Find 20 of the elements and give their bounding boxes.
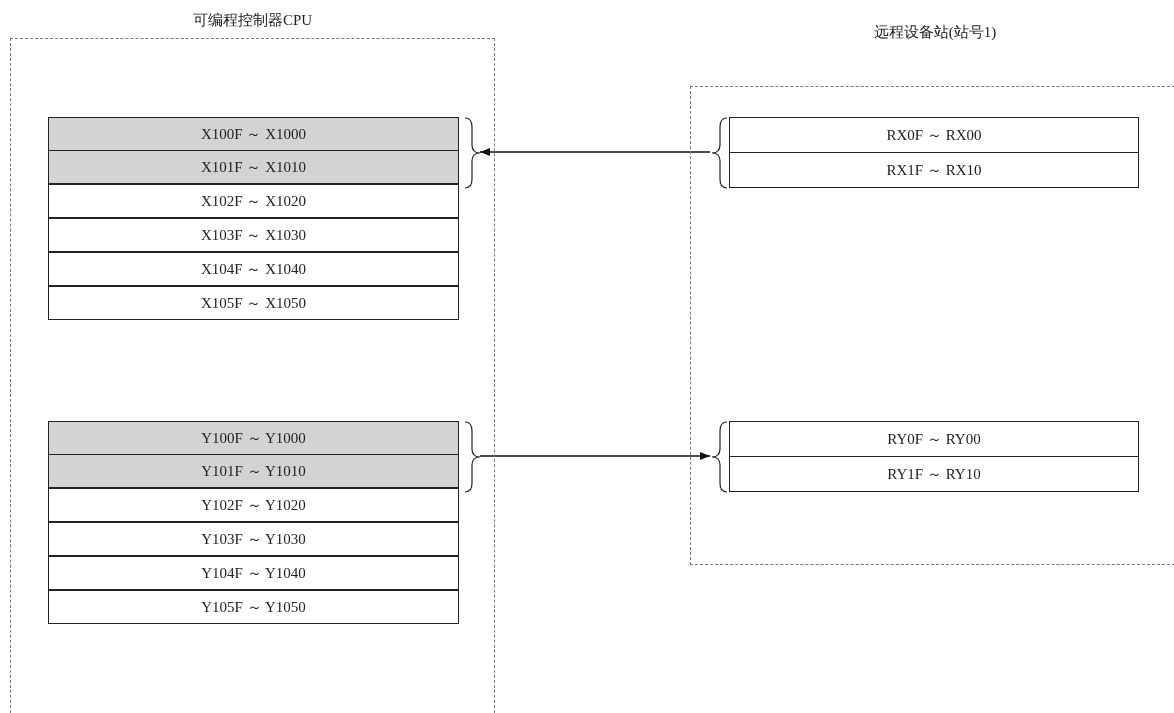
register-range-cell: RX1F ～ RX10 (729, 152, 1139, 188)
register-range-cell: X102F ～ X1020 (48, 184, 459, 218)
register-range-cell: Y105F ～ Y1050 (48, 590, 459, 624)
register-range-cell: RX0F ～ RX00 (729, 117, 1139, 153)
register-range-cell: Y104F ～ Y1040 (48, 556, 459, 590)
register-range-cell: RY0F ～ RY00 (729, 421, 1139, 457)
register-range-cell: Y101F ～ Y1010 (48, 454, 459, 488)
arrow (479, 452, 711, 460)
register-range-cell: Y103F ～ Y1030 (48, 522, 459, 556)
register-range-cell: RY1F ～ RY10 (729, 456, 1139, 492)
group-heading: 可编程控制器CPU (191, 11, 314, 30)
register-range-cell: Y102F ～ Y1020 (48, 488, 459, 522)
register-range-cell: X101F ～ X1010 (48, 150, 459, 184)
register-range-cell: X105F ～ X1050 (48, 286, 459, 320)
register-range-cell: Y100F ～ Y1000 (48, 421, 459, 455)
group-heading: 远程设备站(站号1) (872, 23, 998, 42)
register-range-cell: X104F ～ X1040 (48, 252, 459, 286)
register-range-cell: X103F ～ X1030 (48, 218, 459, 252)
register-range-cell: X100F ～ X1000 (48, 117, 459, 151)
arrow (479, 148, 711, 156)
